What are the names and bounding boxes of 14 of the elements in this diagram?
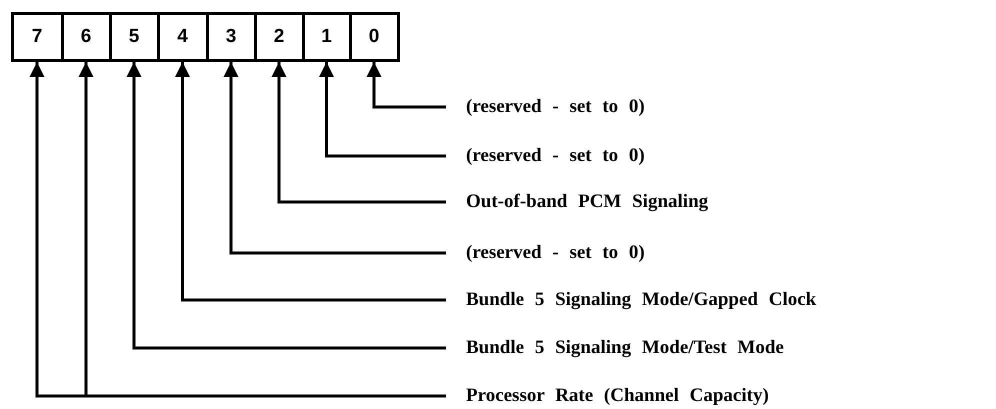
- arrow: [366, 62, 446, 108]
- bit-description: Bundle 5 Signaling Mode/Gapped Clock: [466, 288, 816, 312]
- bit-description: (reserved - set to 0): [466, 95, 645, 119]
- arrow: [126, 62, 446, 350]
- arrow: [319, 62, 446, 158]
- arrow: [272, 62, 446, 204]
- bit-description: Processor Rate (Channel Capacity): [466, 384, 769, 408]
- bit-description: (reserved - set to 0): [466, 144, 645, 168]
- bit-cell: 7: [10, 12, 64, 62]
- arrow: [175, 62, 446, 302]
- bit-description: Bundle 5 Signaling Mode/Test Mode: [466, 336, 784, 360]
- arrow: [224, 62, 446, 254]
- bit-description: Out-of-band PCM Signaling: [466, 190, 708, 214]
- bit-description: (reserved - set to 0): [466, 241, 645, 265]
